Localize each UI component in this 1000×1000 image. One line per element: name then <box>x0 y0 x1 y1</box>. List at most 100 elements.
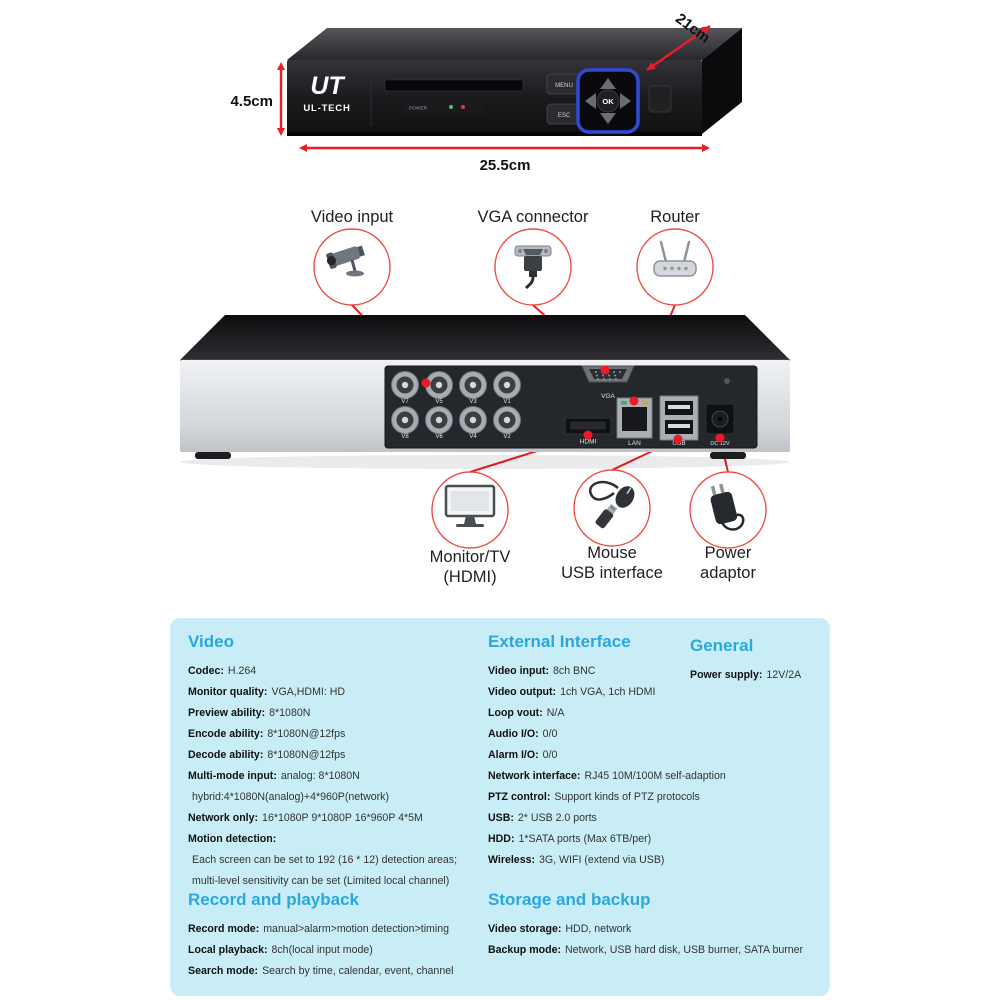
spec-row: Each screen can be set to 192 (16 * 12) … <box>188 850 488 871</box>
section-title-external: External Interface <box>488 632 631 651</box>
spec-row: Network only:16*1080P 9*1080P 16*960P 4*… <box>188 808 488 829</box>
spec-row: Wireless:3G, WIFI (extend via USB) <box>488 850 753 871</box>
spec-label: Codec: <box>188 665 224 677</box>
vga-port[interactable] <box>581 365 635 383</box>
spec-value: multi-level sensitivity can be set (Limi… <box>192 875 450 887</box>
spec-section-video: Video Codec:H.264 Monitor quality:VGA,HD… <box>188 632 488 892</box>
mouse-usb-icon <box>589 480 635 529</box>
spec-row: Backup mode:Network, USB hard disk, USB … <box>488 940 823 961</box>
spec-row: Loop vout:N/A <box>488 703 753 724</box>
spec-label: Backup mode: <box>488 944 561 956</box>
section-title-general: General <box>690 636 754 655</box>
esc-button[interactable]: ESC <box>546 103 582 125</box>
spec-rows-record: Record mode:manual>alarm>motion detectio… <box>188 919 488 982</box>
spec-panel: Video Codec:H.264 Monitor quality:VGA,HD… <box>170 618 830 996</box>
spec-value: analog: 8*1080N <box>280 770 360 782</box>
dpad-left-icon[interactable] <box>585 93 596 109</box>
dpad-up-icon[interactable] <box>600 78 616 89</box>
spec-value: H.264 <box>227 665 257 677</box>
bnc-connector <box>425 406 453 434</box>
spec-label: USB: <box>488 812 514 824</box>
spec-label: Wireless: <box>488 854 536 866</box>
camera-icon <box>326 245 365 277</box>
width-dimension-label: 25.5cm <box>480 157 531 174</box>
dc-power-jack[interactable] <box>705 403 735 435</box>
spec-label: Local playback: <box>188 944 268 956</box>
brand-name: UL-TECH <box>303 103 350 114</box>
power-led-label: POWER <box>409 106 428 112</box>
spec-value: 16*1080P 9*1080P 16*960P 4*5M <box>262 812 423 824</box>
ok-button-label: OK <box>602 97 614 106</box>
spec-label: Multi-mode input: <box>188 770 277 782</box>
spec-value: Search by time, calendar, event, channel <box>262 965 454 977</box>
spec-value: 8ch BNC <box>553 665 596 677</box>
bnc-connector <box>459 406 487 434</box>
arrow-left-icon <box>299 144 307 152</box>
rear-device-figure: Video input VGA connector Router <box>180 208 790 586</box>
spec-label: Loop vout: <box>488 707 543 719</box>
callout-label-router: Router <box>650 208 700 226</box>
svg-text:V2: V2 <box>503 434 511 440</box>
callout-circle-vga <box>494 228 572 306</box>
spec-row: Local playback:8ch(local input mode) <box>188 940 488 961</box>
dpad-right-icon[interactable] <box>620 93 631 109</box>
bnc-port-labels: V7 V5 V3 V1 V8 V6 V4 V2 <box>401 399 511 440</box>
disc-slot <box>384 79 524 92</box>
device-foot <box>195 452 231 459</box>
spec-value: Support kinds of PTZ protocols <box>554 791 700 803</box>
svg-text:V6: V6 <box>435 434 443 440</box>
hdd-led <box>461 105 465 109</box>
bnc-connector <box>493 371 521 399</box>
bnc-connector <box>391 371 419 399</box>
bnc-connector <box>391 406 419 434</box>
spec-row: Monitor quality:VGA,HDMI: HD <box>188 682 488 703</box>
spec-row: Codec:H.264 <box>188 661 488 682</box>
menu-button[interactable]: MENU <box>546 73 582 95</box>
callout-circle-monitor <box>431 471 509 549</box>
spec-label: Video storage: <box>488 923 562 935</box>
spec-row: Video input:8ch BNC <box>488 661 753 682</box>
spec-value: 0/0 <box>542 749 558 761</box>
spec-label: Network interface: <box>488 770 581 782</box>
rear-device: V7 V5 V3 V1 V8 V6 V4 V2 VGA <box>180 315 790 469</box>
svg-text:V3: V3 <box>469 399 477 405</box>
spec-label: Power supply: <box>690 669 763 681</box>
spec-row: Decode ability:8*1080N@12fps <box>188 745 488 766</box>
router-icon <box>653 240 697 277</box>
spec-rows-general: Power supply:12V/2A <box>690 665 825 686</box>
spec-section-storage: Storage and backup Video storage:HDD, ne… <box>488 890 823 961</box>
bnc-connectors[interactable] <box>391 371 521 434</box>
section-title-storage: Storage and backup <box>488 890 651 909</box>
spec-row: Motion detection: <box>188 829 488 850</box>
spec-label: Network only: <box>188 812 259 824</box>
spec-label: Encode ability: <box>188 728 264 740</box>
power-led <box>449 105 453 109</box>
spec-value: 0/0 <box>542 728 558 740</box>
svg-text:V8: V8 <box>401 434 409 440</box>
spec-row: Multi-mode input:analog: 8*1080N <box>188 766 488 787</box>
svg-text:V7: V7 <box>401 399 409 405</box>
lan-port[interactable] <box>616 397 653 439</box>
height-dimension-label: 4.5cm <box>230 93 273 110</box>
screw-hole <box>724 378 730 384</box>
spec-label: Search mode: <box>188 965 259 977</box>
usb-ports[interactable] <box>659 395 699 441</box>
callout-circle-power <box>689 471 767 549</box>
spec-row: Record mode:manual>alarm>motion detectio… <box>188 919 488 940</box>
callout-label-monitor-line2: (HDMI) <box>443 568 496 586</box>
brand-logo: UT <box>310 72 346 100</box>
spec-value: 8ch(local input mode) <box>271 944 373 956</box>
dpad-down-icon[interactable] <box>600 113 616 124</box>
hdmi-port[interactable] <box>564 417 612 435</box>
spec-row: Video storage:HDD, network <box>488 919 823 940</box>
section-title-record: Record and playback <box>188 890 360 909</box>
spec-rows-video: Codec:H.264 Monitor quality:VGA,HDMI: HD… <box>188 661 488 892</box>
svg-text:V1: V1 <box>503 399 511 405</box>
dpad-control[interactable]: OK <box>576 68 640 134</box>
rear-top-face <box>180 315 790 360</box>
front-device-side-face <box>702 28 742 134</box>
spec-label: Video output: <box>488 686 557 698</box>
callout-label-power-line1: Power <box>705 544 752 562</box>
spec-value: 8*1080N@12fps <box>267 728 346 740</box>
spec-value: 2* USB 2.0 ports <box>517 812 597 824</box>
